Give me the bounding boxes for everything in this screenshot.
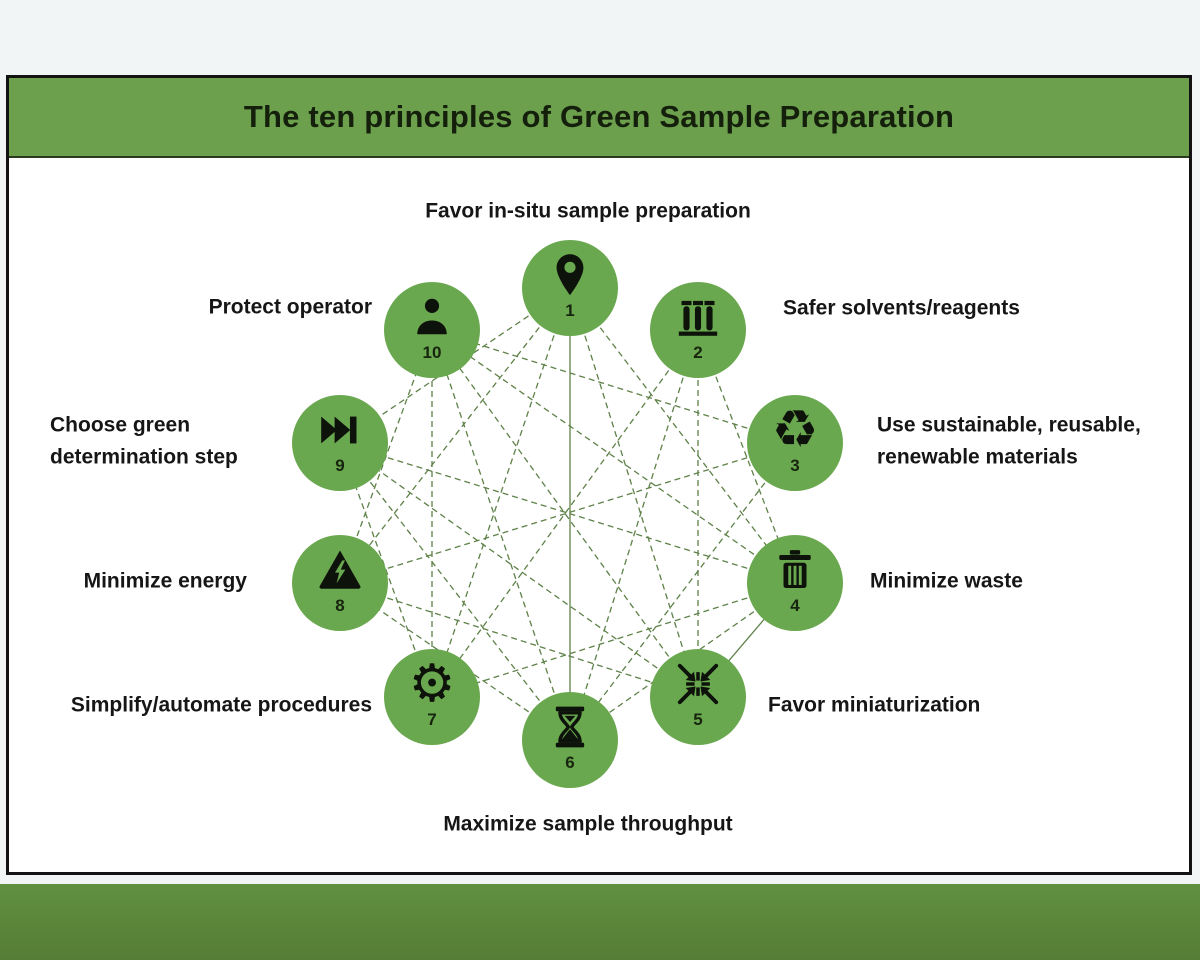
- principle-label-6: Maximize sample throughput: [443, 812, 733, 836]
- person-icon: [409, 291, 455, 343]
- high-voltage-icon: [317, 544, 363, 596]
- test-tubes-icon: [675, 291, 721, 343]
- principle-node-6: 6: [522, 692, 618, 788]
- figure-title: The ten principles of Green Sample Prepa…: [243, 99, 955, 134]
- recycle-icon: ♻: [771, 401, 819, 459]
- principle-label-10: Protect operator: [208, 295, 372, 319]
- principle-node-2: 2: [650, 282, 746, 378]
- connection-line-2-7: [431, 329, 699, 698]
- skip-end-icon: [317, 404, 363, 456]
- principle-label-5: Favor miniaturization: [768, 693, 981, 717]
- connection-line-5-9: [339, 442, 699, 698]
- principle-number: 8: [335, 596, 345, 615]
- principle-label-1: Favor in-situ sample preparation: [425, 199, 751, 223]
- principle-number: 1: [565, 301, 575, 320]
- principle-label-8: Minimize energy: [83, 569, 247, 593]
- principle-node-8: 8: [292, 535, 388, 631]
- principle-label-2: Safer solvents/reagents: [783, 296, 1020, 320]
- principle-number: 2: [693, 343, 703, 362]
- connection-line-3-8: [339, 442, 796, 584]
- principle-label-3: Use sustainable, reusable, renewable mat…: [877, 413, 1141, 469]
- principle-number: 4: [790, 596, 800, 615]
- principle-number: 7: [427, 710, 437, 729]
- connection-line-4-10: [431, 329, 796, 584]
- footer-green-strip: [0, 884, 1200, 960]
- principle-number: 3: [790, 456, 800, 475]
- connection-line-4-9: [339, 442, 796, 584]
- trash-icon: [772, 544, 818, 596]
- principle-number: 9: [335, 456, 345, 475]
- gear-icon: ⚙: [408, 655, 456, 713]
- principle-label-4: Minimize waste: [870, 569, 1023, 593]
- principle-node-5: 5: [650, 649, 746, 745]
- principle-node-7: ⚙7: [384, 649, 480, 745]
- hourglass-icon: [547, 701, 593, 753]
- principle-label-9: Choose green determination step: [50, 413, 238, 469]
- principle-node-4: 4: [747, 535, 843, 631]
- connection-line-5-10: [431, 329, 699, 698]
- title-bar: The ten principles of Green Sample Prepa…: [9, 78, 1189, 158]
- principle-node-9: 9: [292, 395, 388, 491]
- principle-number: 5: [693, 710, 703, 729]
- minimize-icon: [675, 658, 721, 710]
- principle-number: 10: [422, 343, 442, 362]
- principle-node-1: 1: [522, 240, 618, 336]
- principle-label-7: Simplify/automate procedures: [70, 693, 372, 717]
- principle-node-3: ♻3: [747, 395, 843, 491]
- principle-node-10: 10: [384, 282, 480, 378]
- principle-number: 6: [565, 753, 575, 772]
- map-pin-icon: [547, 249, 593, 301]
